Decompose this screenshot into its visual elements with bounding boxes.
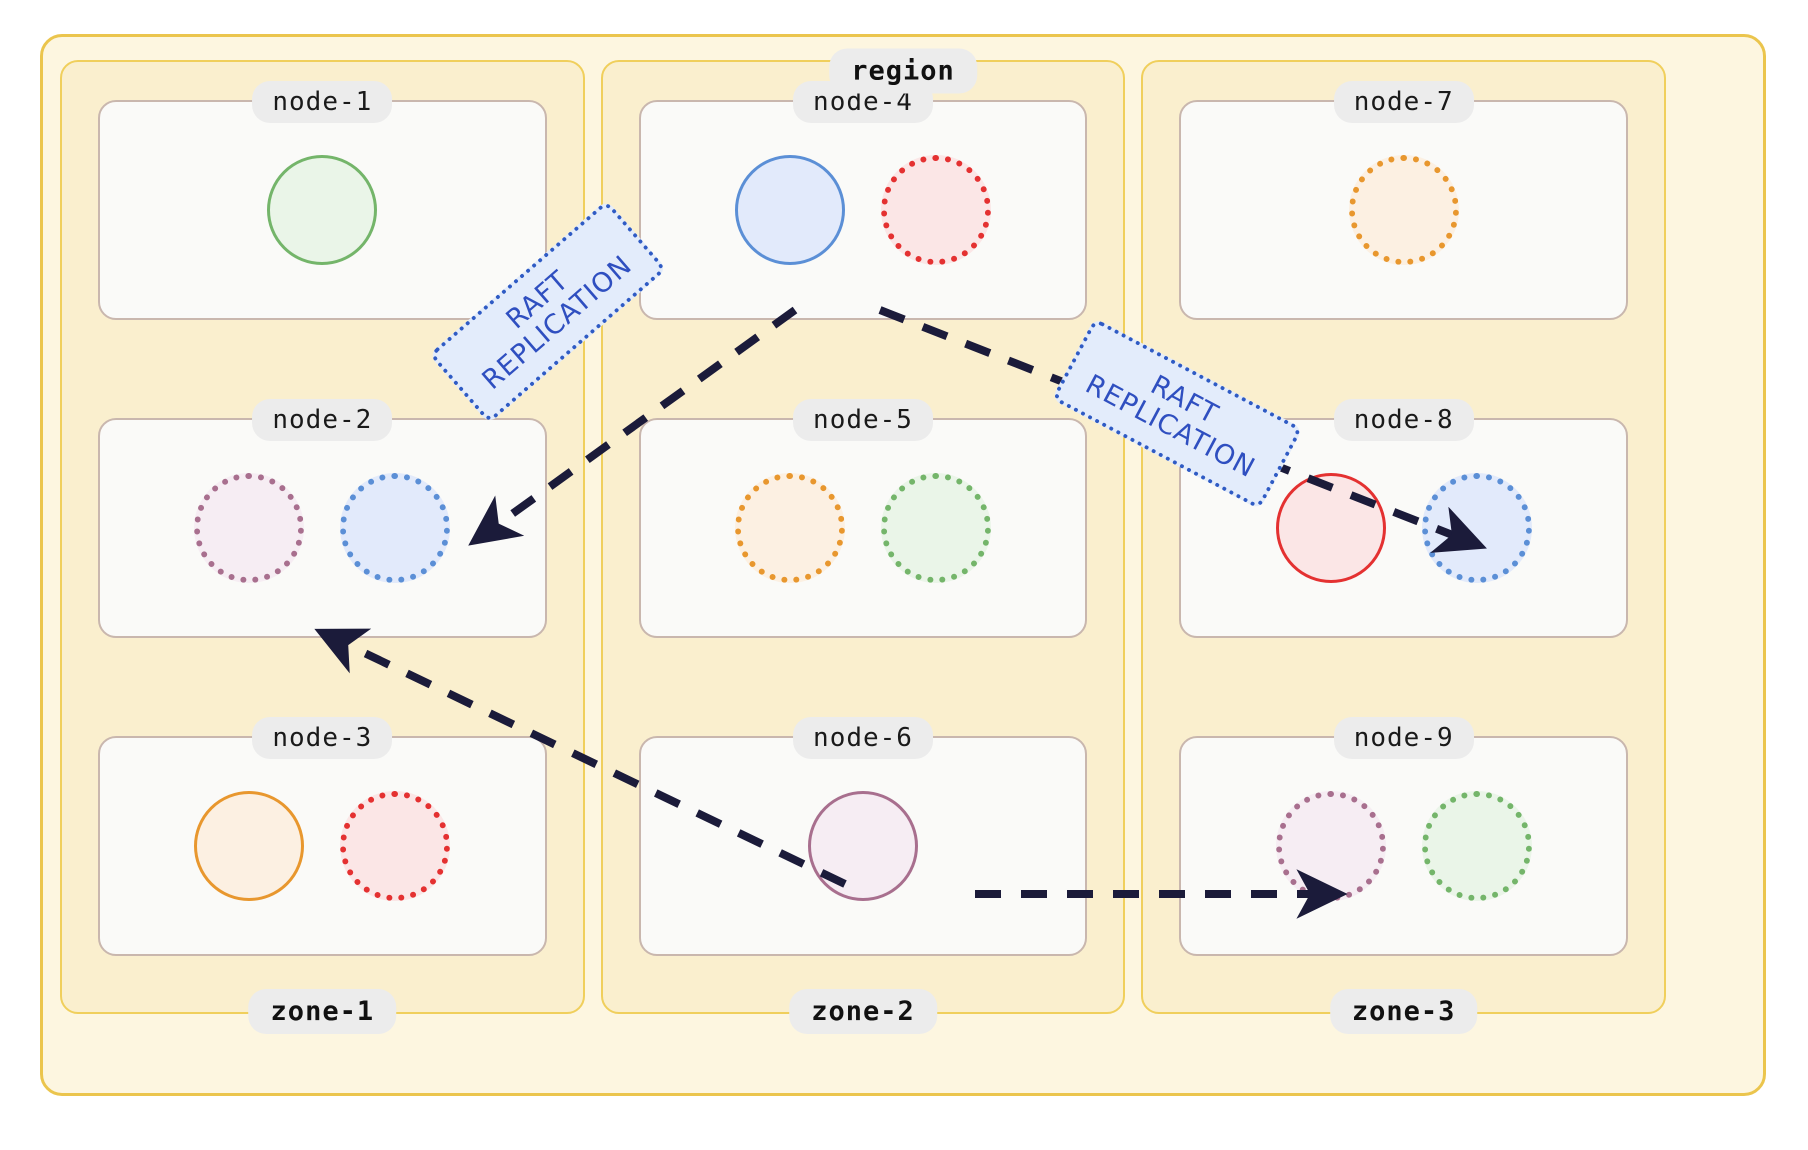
replica-blue-follower[interactable]	[1421, 473, 1532, 583]
node-label: node-6	[793, 717, 933, 759]
node-label: node-3	[252, 717, 393, 759]
node-label: node-5	[793, 399, 933, 441]
zone-1[interactable]: node-1 node-2 node-3 zone-1	[60, 60, 585, 1034]
replica-purple-follower[interactable]	[1275, 791, 1386, 901]
zone-3[interactable]: node-7 node-8 node-9 zone-3	[1141, 60, 1667, 1034]
node-box-node-1[interactable]: node-1	[98, 81, 547, 320]
node-box-node-2[interactable]: node-2	[98, 399, 547, 638]
node-label: node-2	[252, 399, 393, 441]
replica-red-follower[interactable]	[340, 791, 451, 901]
node-label: node-9	[1333, 717, 1474, 759]
node-label: node-1	[252, 81, 393, 123]
replica-green-follower[interactable]	[1421, 791, 1532, 901]
zone-2[interactable]: node-4 node-5 node-6 zone-2	[600, 60, 1126, 1034]
node-box-node-9[interactable]: node-9	[1179, 717, 1629, 956]
zone-label: zone-3	[1329, 989, 1478, 1034]
replica-purple-leader[interactable]	[808, 791, 918, 901]
node-label: node-7	[1333, 81, 1474, 123]
node-box-node-7[interactable]: node-7	[1179, 81, 1629, 320]
node-label: node-8	[1333, 399, 1474, 441]
node-box-node-5[interactable]: node-5	[638, 399, 1088, 638]
node-box-node-6[interactable]: node-6	[638, 717, 1088, 956]
zones-row: node-1 node-2 node-3 zone-1 node-4	[60, 60, 1667, 1034]
replica-green-leader[interactable]	[267, 155, 378, 265]
replica-orange-follower[interactable]	[1348, 155, 1459, 265]
node-box-node-4[interactable]: node-4	[638, 81, 1088, 320]
zone-label: zone-2	[789, 989, 937, 1034]
zone-label: zone-1	[248, 989, 397, 1034]
replica-orange-leader[interactable]	[194, 791, 305, 901]
region-label: region	[829, 48, 977, 94]
replica-purple-follower[interactable]	[194, 473, 305, 583]
replica-red-follower[interactable]	[881, 155, 991, 265]
replica-blue-follower[interactable]	[340, 473, 451, 583]
replica-red-leader[interactable]	[1275, 473, 1386, 583]
replica-blue-leader[interactable]	[735, 155, 845, 265]
replica-green-follower[interactable]	[881, 473, 991, 583]
node-box-node-3[interactable]: node-3	[98, 717, 547, 956]
replica-orange-follower[interactable]	[735, 473, 845, 583]
